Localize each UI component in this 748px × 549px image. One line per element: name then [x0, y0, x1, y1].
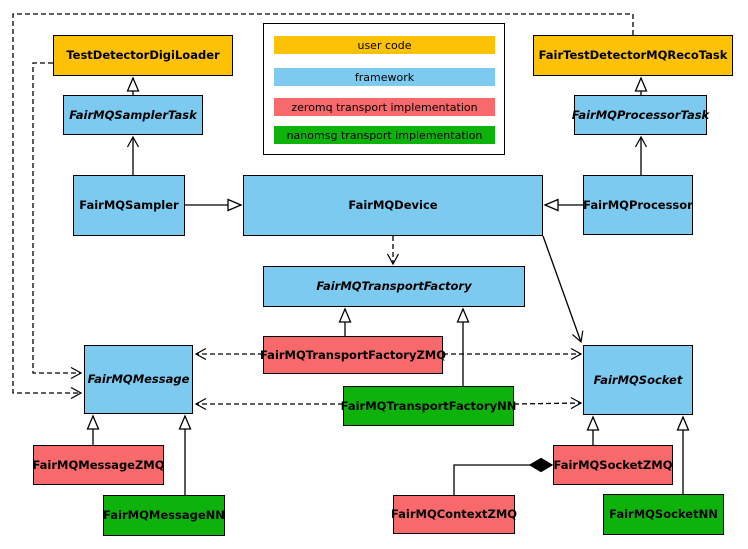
class-fairmqcontextzmq: FairMQContextZMQ: [391, 495, 517, 534]
class-fairmqtransportfactory: FairMQTransportFactory: [263, 266, 525, 307]
edge-recotask-to-message: [12, 13, 634, 400]
class-fairmqmessagenn: FairMQMessageNN: [103, 495, 225, 536]
edge-digiloader-to-message: [32, 62, 83, 380]
class-fairmqsocketnn: FairMQSocketNN: [603, 494, 724, 535]
class-fairmqmessagezmq: FairMQMessageZMQ: [32, 445, 165, 485]
edge-tfnn-to-socket: [513, 397, 583, 410]
legend-item-nanomsg: nanomsg transport implementation: [274, 126, 495, 144]
legend-item-framework: framework: [274, 68, 495, 86]
class-fairmqtransportfactoryzmq: FairMQTransportFactoryZMQ: [260, 336, 446, 374]
class-fairtestdetectormqrecotask: FairTestDetectorMQRecoTask: [533, 35, 733, 76]
class-fairmqtransportfactorynn: FairMQTransportFactoryNN: [341, 386, 516, 426]
legend-item-zeromq: zeromq transport implementation: [274, 98, 495, 116]
edge-device-to-socket: [542, 235, 584, 344]
legend-item-user-code: user code: [274, 36, 495, 54]
edge-contextzmq-to-socketzmq: [453, 457, 554, 495]
class-fairmqdevice: FairMQDevice: [243, 175, 543, 236]
class-fairmqsocket: FairMQSocket: [583, 345, 693, 415]
class-fairmqprocessor: FairMQProcessor: [583, 175, 693, 235]
class-testdetectordigiloader: TestDetectorDigiLoader: [53, 35, 233, 76]
class-fairmqmessage: FairMQMessage: [84, 345, 193, 414]
class-fairmqsocketzmq: FairMQSocketZMQ: [553, 445, 673, 485]
class-fairmqsamplertask: FairMQSamplerTask: [63, 95, 203, 135]
class-fairmqprocessortask: FairMQProcessorTask: [572, 95, 709, 135]
legend: user code framework zeromq transport imp…: [263, 23, 505, 155]
class-fairmqsampler: FairMQSampler: [73, 175, 185, 236]
